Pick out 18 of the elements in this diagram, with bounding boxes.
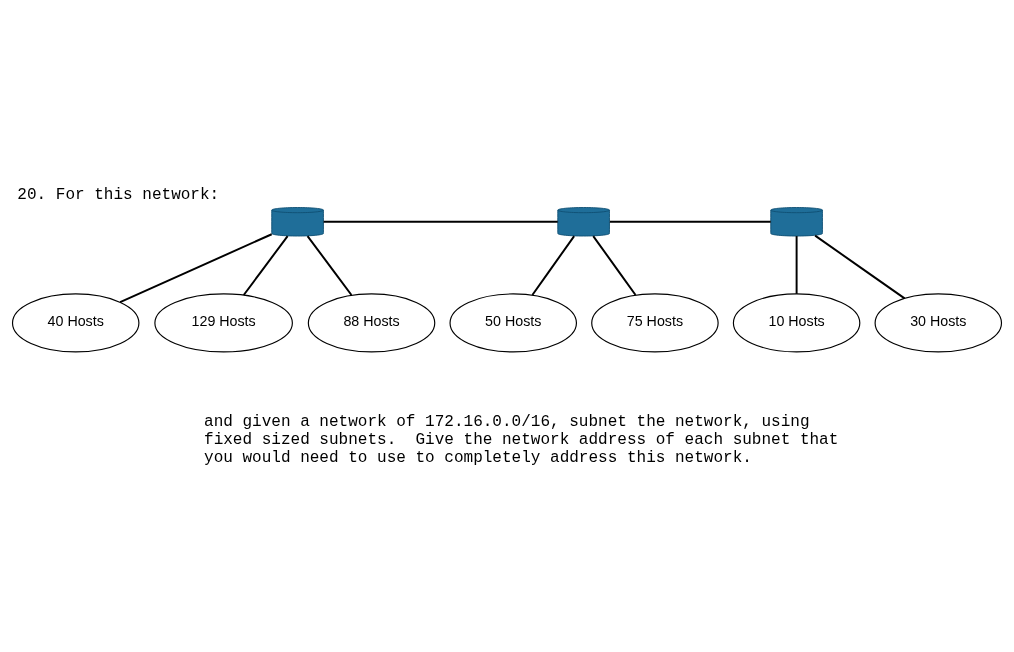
node-ellipse: 40 Hosts	[11, 292, 140, 352]
connector	[322, 220, 559, 223]
connector	[608, 220, 772, 223]
node-ellipse: 10 Hosts	[732, 292, 861, 352]
connector	[592, 234, 637, 296]
connector	[242, 234, 289, 296]
node-ellipse: 88 Hosts	[307, 292, 436, 352]
node-ellipse: 50 Hosts	[449, 292, 577, 352]
caption: and given a network of 172.16.0.0/16, subnet the network, using fixed sized subnets. Give the network address of each subnet that you would need to use to completely address this network.	[204, 412, 839, 467]
connector	[814, 234, 906, 299]
connector	[531, 234, 576, 296]
connector	[119, 232, 273, 303]
connector	[306, 234, 353, 296]
connector	[795, 234, 798, 295]
node-ellipse: 75 Hosts	[591, 292, 719, 352]
node-ellipse: 129 Hosts	[154, 292, 293, 352]
node-ellipse: 30 Hosts	[874, 292, 1003, 352]
diagram-title: 20. For this network:	[17, 185, 220, 204]
